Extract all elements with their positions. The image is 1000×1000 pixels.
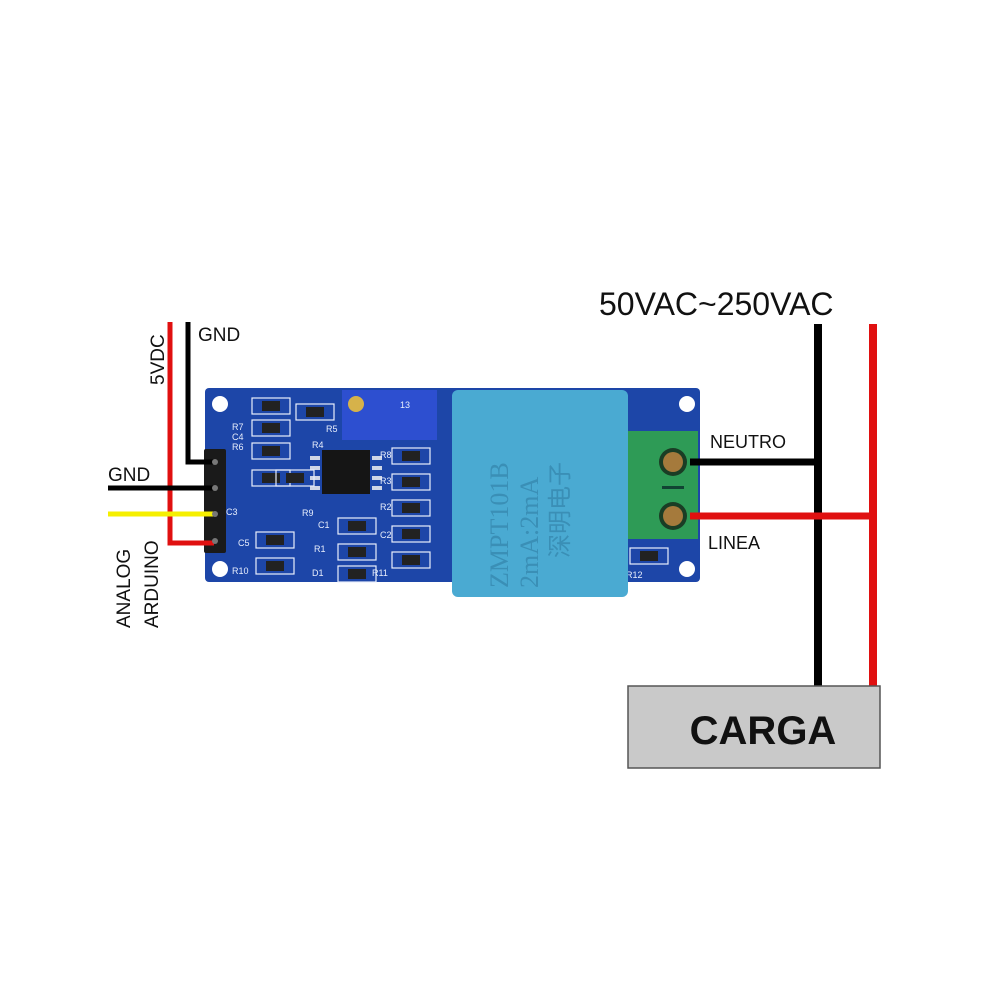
smd-resistor (402, 477, 420, 487)
smd-footprint (629, 547, 669, 565)
smd-footprint (255, 531, 295, 549)
gnd-top-label: GND (198, 325, 240, 346)
mount-hole (212, 396, 228, 412)
transformer-model: ZMPT101B (485, 462, 514, 588)
smd-resistor (348, 569, 366, 579)
smd-footprint (391, 551, 431, 569)
smd-resistor (402, 555, 420, 565)
smd-components (251, 397, 669, 583)
smd-footprint (255, 557, 295, 575)
silk-label: R11 (372, 568, 388, 578)
wire-5vdc (167, 322, 214, 546)
silk-label: R5 (326, 424, 338, 434)
analog-label: ANALOG (114, 549, 135, 628)
silk-label: R7 (232, 422, 244, 432)
silk-label: C4 (232, 432, 244, 442)
wire-gnd-top (185, 322, 214, 465)
smd-footprint (251, 397, 291, 415)
smd-resistor (266, 535, 284, 545)
mount-hole (212, 561, 228, 577)
smd-footprint (391, 525, 431, 543)
smd-footprint (295, 403, 335, 421)
smd-resistor (306, 407, 324, 417)
smd-resistor (262, 401, 280, 411)
silk-label: D1 (312, 568, 324, 578)
screw-terminal (628, 431, 698, 539)
mount-hole (679, 396, 695, 412)
silk-label: R4 (312, 440, 324, 450)
pin-header (204, 449, 226, 553)
transformer-maker: 深明电子 (547, 462, 574, 558)
opamp-chip (322, 450, 370, 494)
silk-label: R12 (626, 570, 643, 580)
silk-label: R9 (302, 508, 314, 518)
smd-footprint (337, 543, 377, 561)
smd-resistor (286, 473, 304, 483)
smd-footprint (391, 499, 431, 517)
mount-hole (679, 561, 695, 577)
smd-resistor (402, 503, 420, 513)
silk-label: R10 (232, 566, 249, 576)
voltage-range-title: 50VAC~250VAC (599, 286, 834, 322)
smd-resistor (348, 521, 366, 531)
silk-label: R2 (380, 502, 392, 512)
smd-footprint (251, 442, 291, 460)
smd-footprint (391, 447, 431, 465)
transformer: ZMPT101B 2mA:2mA 深明电子 (452, 390, 628, 597)
smd-resistor (402, 529, 420, 539)
silk-label: R6 (232, 442, 244, 452)
gnd-left-label: GND (108, 465, 150, 486)
neutro-label: NEUTRO (710, 432, 786, 452)
silk-label: R1 (314, 544, 326, 554)
smd-footprint (391, 473, 431, 491)
silk-label: R8 (380, 450, 392, 460)
smd-resistor (266, 561, 284, 571)
smd-footprint (337, 565, 377, 583)
smd-resistor (348, 547, 366, 557)
load-label: CARGA (690, 709, 837, 753)
silk-label: C3 (226, 507, 238, 517)
smd-resistor (262, 473, 280, 483)
silk-label: C5 (238, 538, 250, 548)
transformer-ratio: 2mA:2mA (515, 477, 544, 588)
silk-label: R3 (380, 476, 392, 486)
smd-footprint (337, 517, 377, 535)
silk-label: 13 (400, 400, 410, 410)
smd-resistor (640, 551, 658, 561)
ac-wires (690, 324, 877, 686)
trimmer-screw (348, 396, 364, 412)
smd-footprint (275, 469, 315, 487)
linea-label: LINEA (708, 533, 760, 553)
vcc-label: 5VDC (148, 334, 169, 385)
arduino-label: ARDUINO (142, 540, 163, 628)
dc-wires (108, 322, 214, 546)
smd-resistor (262, 446, 280, 456)
load-box (627, 685, 881, 769)
silk-label: C1 (318, 520, 330, 530)
smd-resistor (402, 451, 420, 461)
smd-resistor (262, 423, 280, 433)
smd-footprint (251, 419, 291, 437)
silk-label: C2 (380, 530, 392, 540)
